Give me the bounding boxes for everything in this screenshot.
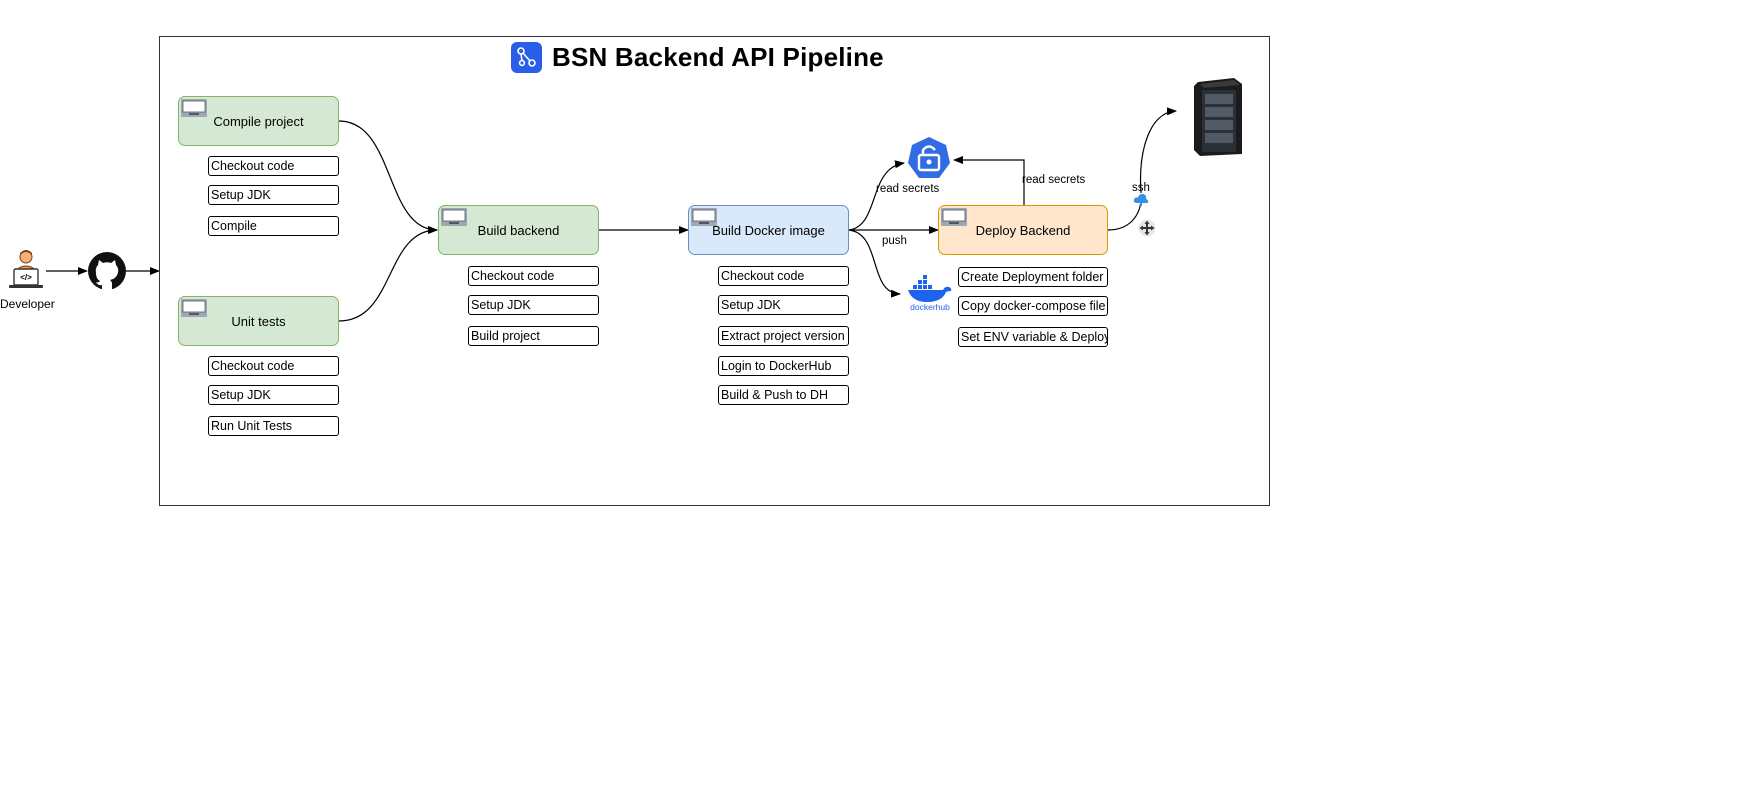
edge-label-ssh: ssh bbox=[1132, 182, 1150, 194]
developer-label: Developer bbox=[0, 297, 55, 311]
edge-label-push: push bbox=[882, 235, 907, 247]
diagram-title-text: BSN Backend API Pipeline bbox=[552, 41, 884, 72]
step-docker-login[interactable]: Login to DockerHub bbox=[718, 356, 849, 376]
server-rack-icon bbox=[1192, 76, 1244, 161]
cloud-icon bbox=[1133, 192, 1149, 211]
edge-label-read-secrets-deploy: read secrets bbox=[1022, 174, 1086, 186]
step-deploy-set-env[interactable]: Set ENV variable & Deploy bbox=[958, 327, 1108, 347]
stage-label: Build backend bbox=[477, 222, 560, 238]
stage-deploy-backend[interactable]: Deploy Backend bbox=[938, 205, 1108, 255]
step-docker-extract-version[interactable]: Extract project version bbox=[718, 326, 849, 346]
edge-compile-build bbox=[338, 120, 438, 234]
edge-docker-dockerhub bbox=[848, 229, 901, 298]
computer-icon bbox=[181, 99, 207, 117]
computer-icon bbox=[181, 299, 207, 317]
move-cursor-icon bbox=[1138, 219, 1156, 242]
step-deploy-create-folder[interactable]: Create Deployment folder bbox=[958, 267, 1108, 287]
step-compile-checkout[interactable]: Checkout code bbox=[208, 156, 339, 176]
step-docker-setup-jdk[interactable]: Setup JDK bbox=[718, 295, 849, 315]
pipeline-frame bbox=[159, 36, 1270, 506]
step-docker-build-push[interactable]: Build & Push to DH bbox=[718, 385, 849, 405]
docker-whale-icon: dockerhub bbox=[905, 273, 955, 316]
stage-label: Unit tests bbox=[231, 313, 286, 329]
stage-label: Build Docker image bbox=[712, 222, 825, 238]
step-compile-setup-jdk[interactable]: Setup JDK bbox=[208, 185, 339, 205]
step-docker-checkout[interactable]: Checkout code bbox=[718, 266, 849, 286]
diagram-title: BSN Backend API Pipeline bbox=[511, 40, 884, 74]
stage-build-backend[interactable]: Build backend bbox=[438, 205, 599, 255]
edge-ssh-server bbox=[1139, 107, 1177, 194]
step-deploy-copy-compose[interactable]: Copy docker-compose file bbox=[958, 296, 1108, 316]
svg-text:</>: </> bbox=[20, 273, 32, 282]
stage-label: Compile project bbox=[213, 113, 304, 129]
step-build-checkout[interactable]: Checkout code bbox=[468, 266, 599, 286]
github-icon bbox=[87, 251, 127, 296]
step-tests-setup-jdk[interactable]: Setup JDK bbox=[208, 385, 339, 405]
step-build-setup-jdk[interactable]: Setup JDK bbox=[468, 295, 599, 315]
edge-tests-build bbox=[338, 226, 438, 322]
stage-compile-project[interactable]: Compile project bbox=[178, 96, 339, 146]
edge-label-read-secrets-docker: read secrets bbox=[876, 183, 940, 195]
secrets-vault-icon bbox=[905, 135, 953, 188]
stage-build-docker-image[interactable]: Build Docker image bbox=[688, 205, 849, 255]
dockerhub-logo-text: dockerhub bbox=[910, 302, 950, 311]
developer-icon: </> bbox=[6, 249, 46, 296]
stage-label: Deploy Backend bbox=[975, 222, 1071, 238]
computer-icon bbox=[441, 208, 467, 226]
stage-unit-tests[interactable]: Unit tests bbox=[178, 296, 339, 346]
pipeline-logo-icon bbox=[511, 41, 542, 73]
computer-icon bbox=[691, 208, 717, 226]
step-build-project[interactable]: Build project bbox=[468, 326, 599, 346]
computer-icon bbox=[941, 208, 967, 226]
edge-deploy-secrets bbox=[953, 156, 1025, 205]
step-tests-checkout[interactable]: Checkout code bbox=[208, 356, 339, 376]
step-tests-run[interactable]: Run Unit Tests bbox=[208, 416, 339, 436]
edge-docker-secrets bbox=[848, 160, 905, 231]
step-compile-compile[interactable]: Compile bbox=[208, 216, 339, 236]
